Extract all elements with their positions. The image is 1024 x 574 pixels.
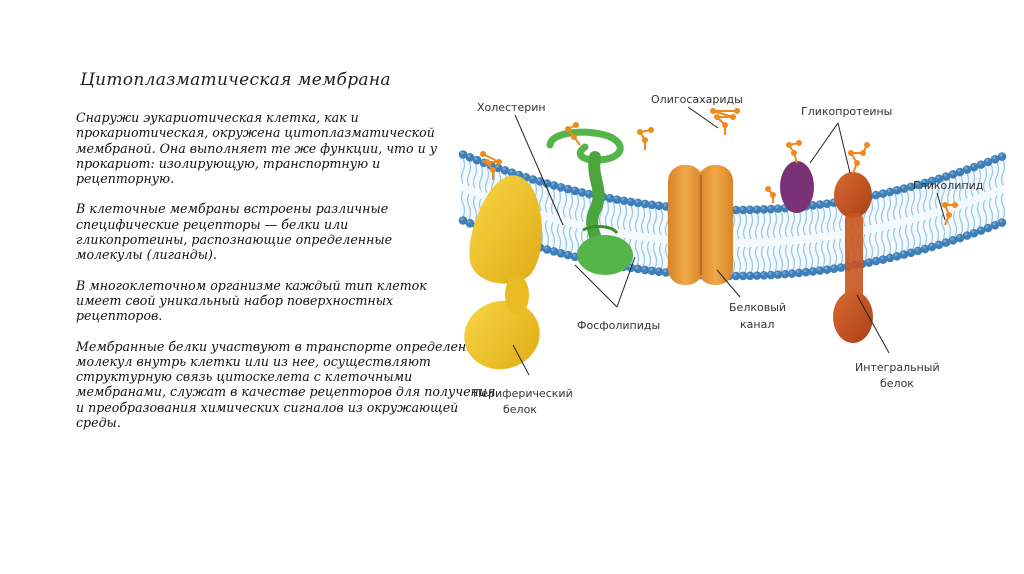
label-channel-line2: канал xyxy=(740,318,774,331)
label-glycolipid: Гликолипид xyxy=(913,179,984,192)
protein-channel xyxy=(668,165,733,285)
label-peripheral-line1: Периферический xyxy=(473,387,573,400)
label-cholesterol: Холестерин xyxy=(477,101,546,114)
label-channel-line1: Белковый xyxy=(729,301,786,314)
peripheral-protein xyxy=(464,175,543,370)
label-phospholipids: Фосфолипиды xyxy=(577,319,660,332)
paragraph-2: В клеточные мембраны встроены различные … xyxy=(76,201,393,263)
label-glycoproteins: Гликопротеины xyxy=(801,105,892,118)
oligosaccharide-chains xyxy=(480,108,958,226)
paragraph-4: Мембранные белки участвуют в транспорте … xyxy=(76,338,496,431)
body-text: Снаружи эукариотическая клетка, как и пр… xyxy=(76,110,495,445)
label-peripheral-line2: белок xyxy=(503,403,537,416)
label-integral-line2: белок xyxy=(880,377,914,390)
integral-protein xyxy=(833,172,873,343)
leader-lines xyxy=(512,106,946,376)
glycoprotein-purple xyxy=(780,161,814,213)
membrane-diagram: Холестерин Олигосахариды Гликопротеины Г… xyxy=(458,93,1007,416)
cholesterol-protein xyxy=(546,128,633,275)
paragraph-3: В многоклеточном организме каждый тип кл… xyxy=(76,277,427,324)
paragraph-1: Снаружи эукариотическая клетка, как и пр… xyxy=(76,110,437,187)
label-integral-line1: Интегральный xyxy=(855,361,940,374)
slide-title: Цитоплазматическая мембрана xyxy=(80,70,391,90)
label-oligosaccharides: Олигосахариды xyxy=(651,93,743,106)
